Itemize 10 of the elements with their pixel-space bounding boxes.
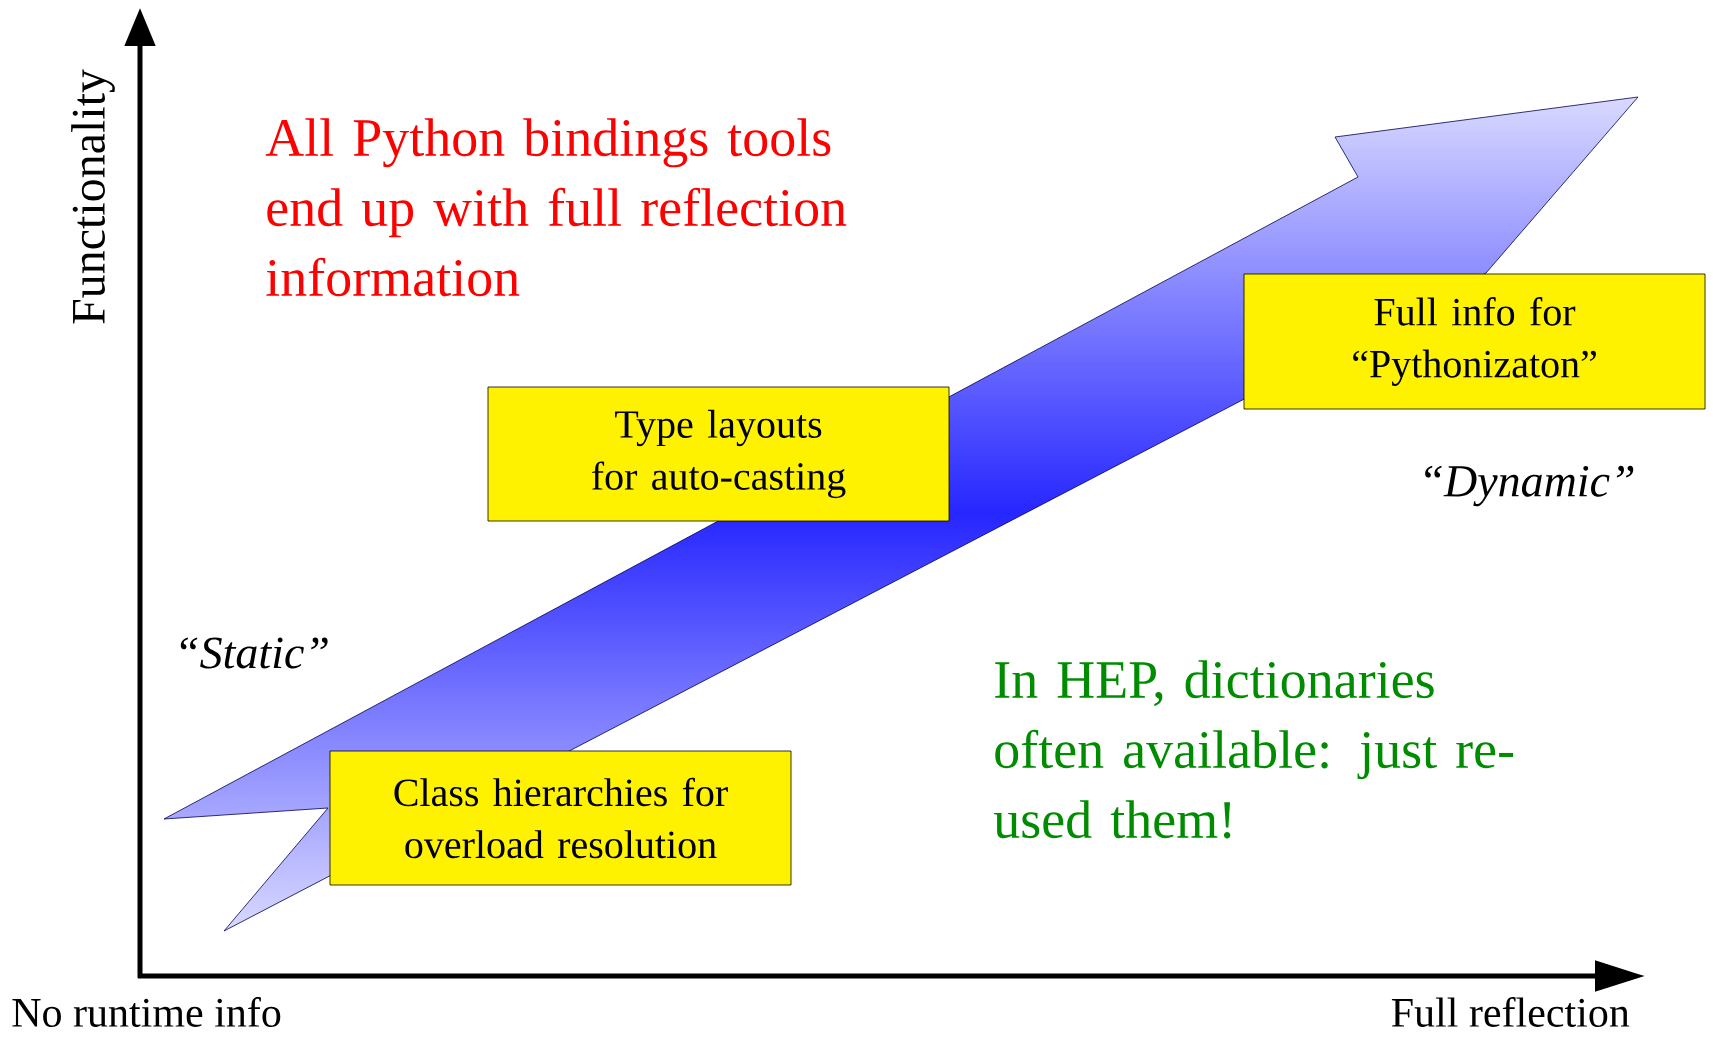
note-text: In HEP, dictionaries often available: just re-used them! <box>993 660 1514 839</box>
region-label: “Static” <box>180 637 328 669</box>
axis-label: Full reflection <box>1391 997 1630 1027</box>
axis-title: Functionality <box>71 69 115 324</box>
text-box: Type layouts for auto-casting <box>487 386 950 522</box>
region-label: “Dynamic” <box>1425 465 1634 507</box>
note-text: All Python bindings tools end up with full reflection information <box>265 118 847 297</box>
axis-label: No runtime info <box>12 997 281 1027</box>
text-box: Class hierarchies for overload resolution <box>329 750 792 886</box>
text-box: Full info for “Pythonizaton” <box>1243 273 1706 410</box>
